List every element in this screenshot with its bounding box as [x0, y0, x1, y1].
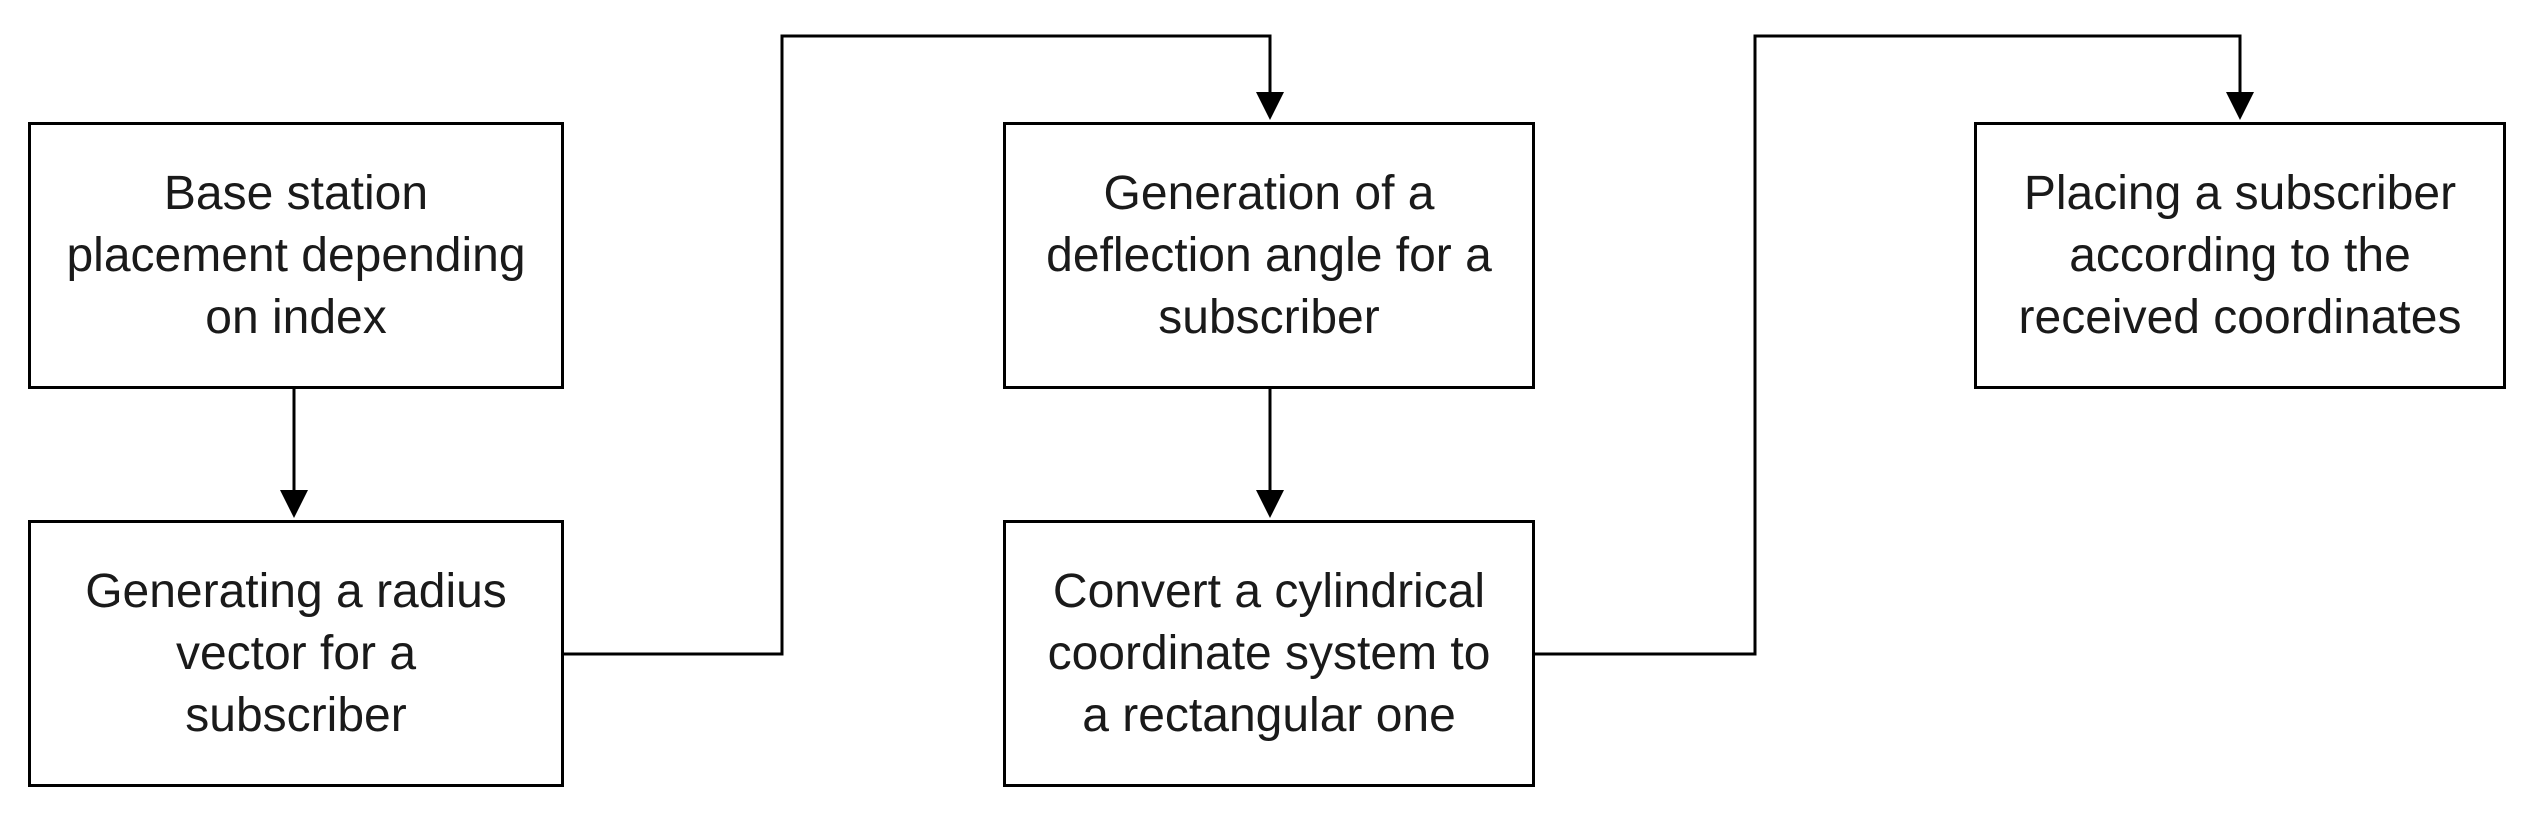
edge-n2-n3: [564, 34, 1284, 656]
arrowhead-icon: [1256, 92, 1284, 120]
arrowhead-icon: [280, 490, 308, 518]
node-radius-vector-generation: Generating a radius vector for a subscri…: [28, 520, 564, 787]
node-label: Generation of a deflection angle for a s…: [1046, 166, 1492, 344]
node-deflection-angle-generation: Generation of a deflection angle for a s…: [1003, 122, 1535, 389]
edge-n1-n2: [280, 389, 308, 518]
node-label: Placing a subscriber according to the re…: [2018, 166, 2462, 344]
node-label: Convert a cylindrical coordinate system …: [1047, 564, 1491, 742]
arrowhead-icon: [2226, 92, 2254, 120]
node-coordinate-conversion: Convert a cylindrical coordinate system …: [1003, 520, 1535, 787]
node-base-station-placement: Base station placement depending on inde…: [28, 122, 564, 389]
arrowhead-icon: [1256, 490, 1284, 518]
node-label: Generating a radius vector for a subscri…: [85, 564, 507, 742]
node-label: Base station placement depending on inde…: [66, 166, 526, 344]
edge-n4-n5: [1535, 34, 2254, 656]
node-subscriber-placement: Placing a subscriber according to the re…: [1974, 122, 2506, 389]
edge-n3-n4: [1256, 389, 1284, 518]
